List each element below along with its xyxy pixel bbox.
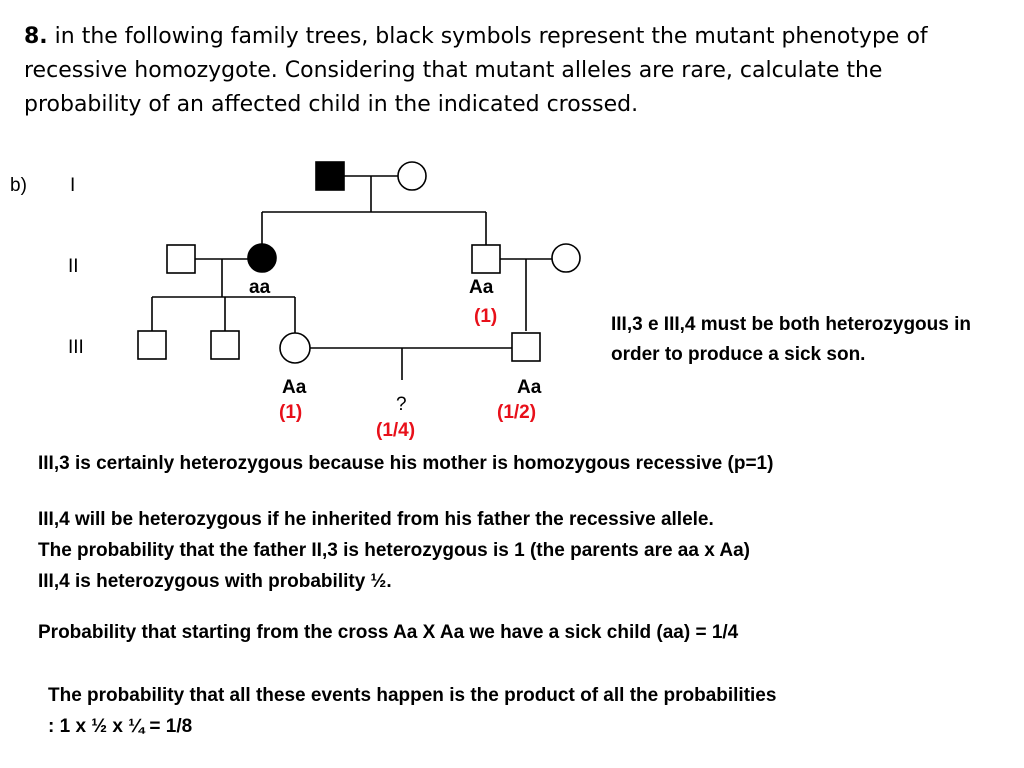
question-text: 8. in the following family trees, black … bbox=[24, 20, 1004, 122]
individual-II-2 bbox=[247, 243, 277, 273]
note-product-of-probabilities: The probability that all these events ha… bbox=[48, 685, 777, 706]
individual-I-1 bbox=[315, 161, 345, 191]
genotype-II-2: aa bbox=[249, 277, 271, 298]
question-number: 8. bbox=[24, 24, 48, 49]
individual-II-3 bbox=[471, 244, 501, 274]
note-father-heterozygous: The probability that the father II,3 is … bbox=[38, 540, 750, 561]
note-sick-child-probability: Probability that starting from the cross… bbox=[38, 622, 739, 643]
pedigree-lines bbox=[151, 175, 552, 380]
note-iii3-heterozygous: III,3 is certainly heterozygous because … bbox=[38, 453, 774, 474]
child-unknown-symbol: ? bbox=[396, 394, 407, 415]
individual-III-2 bbox=[210, 330, 240, 360]
probability-child: (1/4) bbox=[376, 420, 415, 441]
note-iii4-inherited: III,4 will be heterozygous if he inherit… bbox=[38, 509, 714, 530]
genotype-III-4: Aa bbox=[517, 377, 542, 398]
note-final-result: : 1 x ½ x ¼ = 1/8 bbox=[48, 716, 193, 737]
generation-label-I: I bbox=[70, 175, 75, 196]
probability-III-3: (1) bbox=[279, 402, 302, 423]
note-iii4-probability: III,4 is heterozygous with probability ½… bbox=[38, 571, 392, 592]
individual-III-3 bbox=[279, 332, 311, 364]
individual-III-1 bbox=[137, 330, 167, 360]
generation-label-III: III bbox=[68, 337, 84, 358]
generation-label-II: II bbox=[68, 256, 79, 277]
question-body: in the following family trees, black sym… bbox=[24, 24, 928, 117]
individual-II-4 bbox=[551, 243, 581, 273]
individual-II-1 bbox=[166, 244, 196, 274]
side-note-line-2: order to produce a sick son. bbox=[611, 344, 866, 365]
genotype-II-3: Aa bbox=[469, 277, 494, 298]
individual-III-4 bbox=[511, 332, 541, 362]
side-note-line-1: III,3 e III,4 must be both heterozygous … bbox=[611, 314, 971, 335]
probability-II-3: (1) bbox=[474, 306, 497, 327]
part-label: b) bbox=[10, 175, 27, 196]
genotype-III-3: Aa bbox=[282, 377, 307, 398]
pedigree-individuals bbox=[137, 161, 581, 364]
probability-III-4: (1/2) bbox=[497, 402, 536, 423]
individual-I-2 bbox=[397, 161, 427, 191]
